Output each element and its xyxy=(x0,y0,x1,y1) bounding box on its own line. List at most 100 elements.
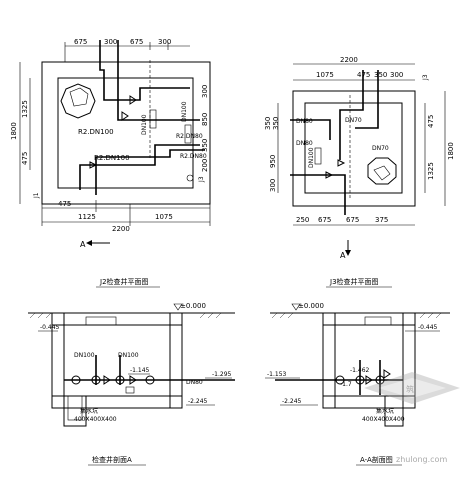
plan-right-dim-left-4: 300 xyxy=(269,179,277,192)
plan-left-dim-top-4: 300 xyxy=(158,38,171,46)
plan-right-dim-left-3: 950 xyxy=(269,155,277,168)
plan-right-dim-top-1: 1075 xyxy=(316,71,334,79)
section-right-level-1: -0.445 xyxy=(418,324,438,331)
plan-left-pipe-5 xyxy=(95,149,205,195)
section-right-top-level: ±0.000 xyxy=(298,302,324,310)
plan-right-dim-bottom-4: 375 xyxy=(375,216,388,224)
plan-left-dim-bottom-2: 1075 xyxy=(155,213,173,221)
watermark-logo-char: 筑 xyxy=(406,384,414,394)
section-left-pipe-label-2: DN100 xyxy=(118,352,139,359)
section-left-cover-slab xyxy=(51,312,183,326)
plan-left-dim-right-4: 200 xyxy=(201,159,209,172)
plan-left-dim-top-1: 675 xyxy=(74,38,87,46)
watermark: 筑 zhulong.com xyxy=(364,372,460,464)
plan-right-sump xyxy=(367,157,397,185)
section-left-pipe-label-1: DN100 xyxy=(74,352,95,359)
plan-left-chamber xyxy=(57,77,194,189)
plan-left-dim-top-3: 675 xyxy=(130,38,143,46)
plan-left-axis-label-j1: J1 xyxy=(33,192,40,199)
section-left-level-4: -2.245 xyxy=(188,398,208,405)
section-left-note: 集水坑 xyxy=(80,407,98,415)
section-right-wall-left xyxy=(322,312,336,409)
plan-left: 675 300 675 300 1800 1325 475 300 850 35… xyxy=(10,38,211,288)
plan-right-section-marker: A xyxy=(340,251,346,260)
plan-left-dim-right-2: 850 xyxy=(201,113,209,126)
plan-left-pipe-label-2: R2.DN80 xyxy=(176,133,203,140)
plan-right-dim-right-3: 1325 xyxy=(427,162,435,180)
plan-left-pipe-1 xyxy=(99,40,190,101)
plan-left-pipe-label-3: R2.DN100 xyxy=(94,154,130,162)
plan-right-dim-top-4: 300 xyxy=(390,71,403,79)
section-right-cover-slab xyxy=(322,312,416,326)
plan-right-title: J3检查井平面图 xyxy=(329,277,379,286)
watermark-logo xyxy=(364,372,460,404)
plan-left-dim-bottom-1: 1125 xyxy=(78,213,96,221)
plan-left-valve-2 xyxy=(129,95,137,105)
plan-left-dim-bottom-total: 2200 xyxy=(112,225,130,233)
plan-right-pipe-2 xyxy=(355,70,379,129)
section-left-title: 检查井剖面A xyxy=(92,455,132,464)
plan-right-pipe-label-1: DN80 xyxy=(296,118,313,125)
section-left-level-2: -1.145 xyxy=(130,367,150,374)
plan-right-pipe-1 xyxy=(339,70,364,160)
section-left-base-slab xyxy=(51,395,183,409)
plan-right-pipe-label-5: DN100 xyxy=(308,147,315,168)
plan-right-sump-inner xyxy=(373,165,391,181)
plan-right-outer-slab xyxy=(292,90,416,207)
plan-left-valve-1 xyxy=(121,111,129,121)
section-right-sump-pit xyxy=(384,395,404,427)
section-left: ±0.000 -0.445 -1.145 -1.295 -2.245 DN100 xyxy=(28,302,235,466)
plan-right-valve-1 xyxy=(337,159,346,167)
section-left-level-3: -1.295 xyxy=(212,371,232,378)
plan-right-axis-label: J3 xyxy=(422,74,429,81)
plan-left-pipe-4 xyxy=(79,144,200,190)
plan-right-pipe-label-3: DN70 xyxy=(345,117,362,124)
plan-right-pipe-label-4: DN70 xyxy=(372,145,389,152)
plan-right-dim-top-2: 475 xyxy=(357,71,370,79)
plan-right-chamber xyxy=(304,102,403,194)
section-right-title: A-A剖面图 xyxy=(360,455,393,464)
section-right-level-5: -2.245 xyxy=(282,398,302,405)
plan-left-fitting-1 xyxy=(149,109,157,129)
plan-left-dim-left-1: 1800 xyxy=(10,122,18,140)
plan-right-dim-bottom-3: 675 xyxy=(346,216,359,224)
section-right-note2: 400X400X400 xyxy=(362,416,405,423)
plan-right-valve-2 xyxy=(325,171,334,179)
plan-left-sump-inner xyxy=(69,87,89,107)
plan-left-dim-right-3: 350 xyxy=(201,139,209,152)
plan-left-dim-bottom-small: 475 xyxy=(58,200,71,208)
plan-left-dim-top-2: 300 xyxy=(104,38,117,46)
section-right-note: 集水坑 xyxy=(376,407,394,415)
section-left-pipe-label-3: DN80 xyxy=(186,379,203,386)
plan-right-fitting-1 xyxy=(314,147,322,165)
section-right: ±0.000 -0.445 -1.153 -1.462 -1.7 -2.245 … xyxy=(265,302,450,466)
plan-right-dim-right-2: 1800 xyxy=(447,142,455,160)
section-right-level-2: -1.153 xyxy=(267,371,287,378)
plan-left-title: J2检查井平面图 xyxy=(99,277,149,286)
section-right-base-slab xyxy=(322,395,416,409)
plan-right-pipe-4 xyxy=(290,174,346,215)
plan-left-axis-label-j3: J3 xyxy=(198,176,205,183)
plan-right-dim-left-2: 350 xyxy=(272,117,280,130)
section-left-top-level: ±0.000 xyxy=(180,302,206,310)
plan-right-dim-left-1: 350 xyxy=(264,117,272,130)
plan-left-dim-left-2: 1325 xyxy=(21,100,29,118)
plan-left-pipe-label-1: R2.DN100 xyxy=(78,128,114,136)
plan-left-valve-3 xyxy=(89,161,98,169)
plan-left-dim-right-1: 300 xyxy=(201,85,209,98)
plan-left-pipe-label-4: R2.DN80 xyxy=(180,153,207,160)
section-left-wall-right xyxy=(169,312,183,409)
section-right-level-4: -1.7 xyxy=(340,381,352,388)
plan-right-dim-right-1: 475 xyxy=(427,115,435,128)
watermark-text: zhulong.com xyxy=(396,455,447,464)
plan-left-sump xyxy=(60,83,96,119)
plan-left-section-marker: A xyxy=(80,240,86,249)
plan-right-pipe-3 xyxy=(290,119,331,140)
plan-right-dim-top-total: 2200 xyxy=(340,56,358,64)
plan-right: 2200 1075 475 350 300 J3 350 350 950 300… xyxy=(264,56,455,288)
plan-left-fitting-2 xyxy=(184,124,192,144)
plan-left-small-label-1: DN100 xyxy=(141,114,148,135)
plan-right-dim-bottom-1: 250 xyxy=(296,216,309,224)
